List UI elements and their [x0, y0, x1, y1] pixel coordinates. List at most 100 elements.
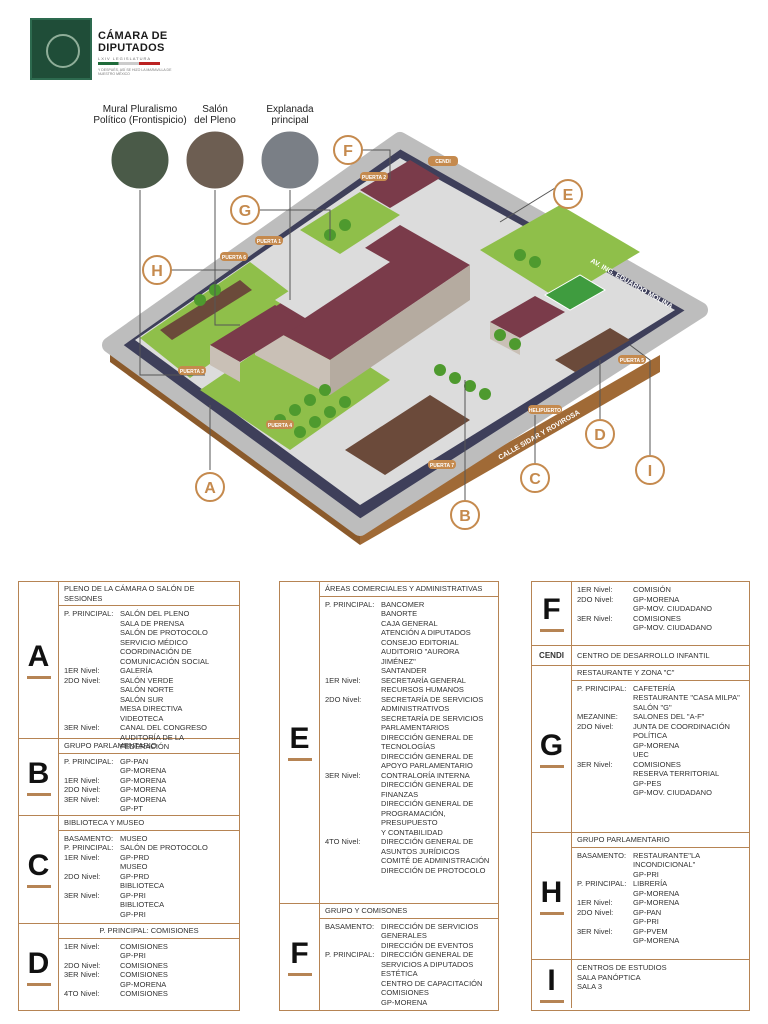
- section-letter: A: [19, 582, 59, 738]
- level-value: RESTAURANTE"LA INCONDICIONAL": [633, 850, 700, 870]
- level-label: P. PRINCIPAL:: [577, 879, 627, 888]
- level-value: GP-PRI: [633, 869, 659, 879]
- level-label: 1ER Nivel:: [64, 941, 100, 951]
- marker-b[interactable]: [450, 500, 480, 530]
- level-label: 2DO Nivel:: [325, 694, 362, 704]
- letter-underline: [539, 629, 564, 632]
- level-value: DIRECCIÓN GENERAL DE: [381, 950, 474, 959]
- letter-underline: [26, 885, 51, 888]
- level-value: COMISIONES: [120, 941, 168, 951]
- level-value: DIRECCIÓN GENERAL DE: [381, 837, 474, 846]
- gate-2[interactable]: [360, 172, 388, 181]
- level-value: CONTRALORÍA INTERNA: [381, 770, 470, 780]
- gate-5[interactable]: [618, 355, 646, 364]
- level-label: 1ER Nivel:: [64, 666, 100, 675]
- level-value: FINANZAS: [381, 789, 419, 799]
- campus-map: CALLE EMILIANO ZAPATA AV. ING. EDUARDO M…: [93, 104, 708, 545]
- gate-6[interactable]: [220, 252, 248, 261]
- letter-underline: [26, 982, 51, 986]
- marker-g-label: G: [239, 203, 251, 220]
- level-value: COMITÉ DE ADMINISTRACIÓN: [381, 856, 490, 865]
- level-value: SALÓN SUR: [120, 694, 164, 704]
- level-label: 1ER Nivel:: [64, 852, 100, 862]
- level-value: SALONES DEL "A-F": [633, 712, 705, 721]
- legend-row: 1ER Nivel:GP-MORENA: [577, 898, 744, 908]
- legend-line: SALA 3: [577, 982, 603, 991]
- level-value: RECURSOS HUMANOS: [381, 685, 464, 694]
- section-letter: C: [19, 816, 59, 923]
- legend-row: 1ER Nivel:GP-MORENA: [64, 776, 234, 786]
- level-value: GP-PRI: [120, 951, 146, 960]
- level-values: SALONES DEL "A-F": [633, 712, 744, 722]
- level-value: JUNTA DE COORDINACIÓN: [633, 721, 730, 731]
- marker-i[interactable]: [635, 455, 665, 485]
- marker-d[interactable]: [585, 419, 615, 449]
- level-value: COMISIONES: [120, 970, 168, 979]
- level-value: GP-MORENA: [120, 766, 167, 775]
- marker-g[interactable]: [230, 195, 260, 225]
- level-value: AUDITORÍA DE LA FEDERACIÓN: [120, 732, 184, 752]
- marker-d-label: D: [594, 427, 606, 444]
- section-letter-text: C: [27, 849, 50, 882]
- section-letter: B: [19, 739, 59, 815]
- level-value: SECRETARÍA DE SERVICIOS: [381, 713, 484, 723]
- level-label: BASAMENTO:: [577, 850, 627, 860]
- gate-3[interactable]: [178, 366, 206, 375]
- marker-f[interactable]: [333, 135, 363, 165]
- marker-a[interactable]: [195, 472, 225, 502]
- level-label: 1ER Nivel:: [325, 675, 361, 685]
- level-value: UEC: [633, 750, 649, 759]
- level-values: GALERÍA: [120, 666, 234, 676]
- level-value: MESA DIRECTIVA: [120, 704, 183, 713]
- level-value: CANAL DEL CONGRESO: [120, 723, 207, 732]
- gate-2-label: PUERTA 2: [362, 175, 386, 181]
- gate-4[interactable]: [266, 420, 294, 429]
- level-value: GENERALES: [381, 931, 427, 940]
- level-label: 3ER Nivel:: [577, 926, 613, 936]
- letter-underline: [539, 764, 564, 768]
- level-value: CAFETERÍA: [633, 683, 676, 693]
- marker-e[interactable]: [553, 179, 583, 209]
- gate-7[interactable]: [428, 460, 456, 469]
- legend-line: SALA PANÓPTICA: [577, 972, 641, 982]
- level-value: SANTANDER: [381, 666, 427, 675]
- legend-row: 1ER Nivel: GALERÍA: [64, 666, 234, 676]
- cendi-tag: [428, 156, 458, 166]
- marker-h[interactable]: [142, 255, 172, 285]
- legend-row: MEZANINE:SALONES DEL "A-F": [577, 712, 744, 722]
- level-value: CENTRO DE CAPACITACIÓN: [381, 978, 483, 988]
- gate-1[interactable]: [255, 236, 283, 245]
- photo-1-label-1: Mural Pluralismo: [103, 104, 178, 115]
- level-value: GP-MORENA: [633, 936, 680, 945]
- marker-c[interactable]: [520, 463, 550, 493]
- level-value: COMISIONES: [120, 960, 168, 970]
- level-label: 3ER Nivel:: [64, 794, 100, 804]
- level-value: DIRECCIÓN GENERAL DE: [381, 751, 474, 761]
- marker-e-label: E: [563, 187, 574, 204]
- level-value: GP-MORENA: [633, 594, 680, 604]
- photo-2-label-2: del Pleno: [194, 115, 236, 126]
